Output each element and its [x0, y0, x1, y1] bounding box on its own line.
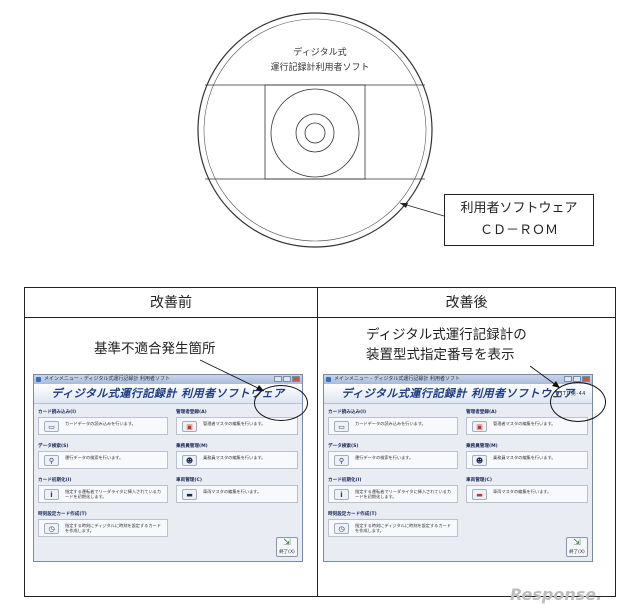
- exit-label: 終了(X): [569, 550, 585, 555]
- magnifier-icon[interactable]: ⚲: [334, 455, 349, 466]
- group-title: 時刻設定カード作成(T): [38, 512, 87, 517]
- minimize-button[interactable]: [274, 376, 282, 382]
- group-vehicle-mgmt[interactable]: 車両管理(C) ▬ 車両マスタの編集を行います。: [466, 478, 588, 503]
- exit-label: 終了(X): [279, 550, 295, 555]
- group-desc: 指定する時刻にディジタルに時刻を設定するカードを作成します。: [355, 523, 451, 533]
- group-desc: 車両マスタの編集を行います。: [203, 489, 262, 494]
- group-title: カード初期化(I): [328, 478, 362, 483]
- truck-icon[interactable]: ▬: [182, 489, 197, 500]
- menu-body: カード読み込み(I) ▭ カードデータの読み込みを行います。 データ検索(S) …: [34, 404, 302, 560]
- group-desc: 指定する運転者でリーダライタに挿入されているカードを初期化します。: [65, 489, 162, 499]
- person-icon[interactable]: ☻: [182, 455, 197, 466]
- after-header: 改善後: [318, 288, 615, 318]
- window-title: メインメニュー - ディジタル式運行記録計 利用者ソフト: [44, 376, 170, 382]
- group-vehicle-mgmt[interactable]: 車両管理(C) ▬ 車両マスタの編集を行います。: [176, 478, 298, 503]
- highlight-ellipse-before: [254, 385, 308, 421]
- group-card-init[interactable]: カード初期化(I) i 指定する運転者でリーダライタに挿入されているカードを初期…: [328, 478, 458, 503]
- card-reader-icon[interactable]: ▭: [334, 421, 349, 432]
- comparison-table: 改善前 改善後: [24, 287, 616, 597]
- group-time-card[interactable]: 時刻設定カード作成(T) ◷ 指定する時刻にディジタルに時刻を設定するカードを作…: [328, 512, 458, 537]
- close-button[interactable]: [582, 376, 590, 382]
- before-column: 改善前: [25, 288, 318, 596]
- group-desc: 指定する時刻にディジタルに時刻を設定するカードを作成します。: [65, 523, 161, 533]
- cd-label-line1: ディジタル式: [293, 48, 347, 58]
- after-column: 改善後: [318, 288, 615, 596]
- group-title: 乗務員管理(M): [466, 444, 498, 449]
- group-desc: カードデータの読み込みを行います。: [65, 421, 136, 426]
- window-titlebar: メインメニュー - ディジタル式運行記録計 利用者ソフト: [34, 375, 302, 384]
- group-desc: 管理者マスタの編集を行います。: [203, 421, 266, 426]
- maximize-button[interactable]: [573, 376, 581, 382]
- minimize-button[interactable]: [564, 376, 572, 382]
- cd-callout-box: 利用者ソフトウェア ＣＤ－ＲＯＭ: [444, 194, 594, 246]
- group-office-mgmt[interactable]: 乗務員管理(M) ☻ 乗務員マスタの編集を行います。: [176, 444, 298, 469]
- group-card-read[interactable]: カード読み込み(I) ▭ カードデータの読み込みを行います。: [38, 410, 168, 435]
- menu-body: カード読み込み(I) ▭ カードデータの読み込みを行います。 データ検索(S) …: [324, 404, 592, 560]
- maximize-button[interactable]: [283, 376, 291, 382]
- briefcase-icon[interactable]: ▣: [182, 421, 197, 432]
- app-icon: [36, 377, 41, 382]
- exit-icon: ⇲: [283, 538, 291, 548]
- group-card-read[interactable]: カード読み込み(I) ▭ カードデータの読み込みを行います。: [328, 410, 458, 435]
- group-title: 乗務員管理(M): [176, 444, 208, 449]
- group-desc: カードデータの読み込みを行います。: [355, 421, 426, 426]
- exit-button[interactable]: ⇲ 終了(X): [566, 537, 588, 557]
- group-desc: 運行データの検索を行います。: [65, 455, 124, 460]
- group-desc: 車両マスタの編集を行います。: [493, 489, 552, 494]
- window-title: メインメニュー - ディジタル式運行記録計 利用者ソフト: [334, 376, 460, 382]
- app-banner: ディジタル式運行記録計 利用者ソフトウェア TD第-44: [324, 384, 592, 404]
- truck-icon[interactable]: ▬: [472, 489, 487, 500]
- group-title: カード初期化(I): [38, 478, 72, 483]
- group-title: カード読み込み(I): [38, 410, 77, 415]
- exit-icon: ⇲: [573, 538, 581, 548]
- person-icon[interactable]: ☻: [472, 455, 487, 466]
- group-desc: 運行データの検索を行います。: [355, 455, 414, 460]
- app-icon: [326, 377, 331, 382]
- banner-title: ディジタル式運行記録計 利用者ソフトウェア: [51, 387, 285, 400]
- cd-label: ディジタル式 運行記録計利用者ソフト: [0, 46, 640, 76]
- cd-label-line2: 運行記録計利用者ソフト: [270, 63, 370, 73]
- magnifier-icon[interactable]: ⚲: [44, 455, 59, 466]
- group-desc: 指定する運転者でリーダライタに挿入されているカードを初期化します。: [355, 489, 452, 499]
- group-title: データ検索(S): [38, 444, 69, 449]
- group-title: カード読み込み(I): [328, 410, 367, 415]
- clock-icon[interactable]: ◷: [334, 523, 349, 534]
- banner-title: ディジタル式運行記録計 利用者ソフトウェア: [341, 387, 575, 400]
- group-title: 管理者登録(A): [466, 410, 497, 415]
- group-card-init[interactable]: カード初期化(I) i 指定する運転者でリーダライタに挿入されているカードを初期…: [38, 478, 168, 503]
- card-reader-icon[interactable]: ▭: [44, 421, 59, 432]
- callout-line2: ＣＤ－ＲＯＭ: [479, 223, 558, 238]
- callout-line1: 利用者ソフトウェア: [460, 201, 578, 216]
- group-title: データ検索(S): [328, 444, 359, 449]
- group-time-card[interactable]: 時刻設定カード作成(T) ◷ 指定する時刻にディジタルに時刻を設定するカードを作…: [38, 512, 168, 537]
- cd-rom-illustration: [197, 12, 445, 248]
- clock-icon[interactable]: ◷: [44, 523, 59, 534]
- after-annotation-line2: 装置型式指定番号を表示: [366, 347, 515, 363]
- info-icon[interactable]: i: [334, 489, 349, 500]
- group-desc: 乗務員マスタの編集を行います。: [493, 455, 556, 460]
- response-watermark: Response.: [510, 585, 603, 604]
- window-titlebar: メインメニュー - ディジタル式運行記録計 利用者ソフト: [324, 375, 592, 384]
- group-desc: 管理者マスタの編集を行います。: [493, 421, 556, 426]
- group-manager-reg[interactable]: 管理者登録(A) ▣ 管理者マスタの編集を行います。: [466, 410, 588, 435]
- exit-button[interactable]: ⇲ 終了(X): [276, 537, 298, 557]
- group-title: 時刻設定カード作成(T): [328, 512, 377, 517]
- briefcase-icon[interactable]: ▣: [472, 421, 487, 432]
- before-annotation: 基準不適合発生箇所: [94, 341, 216, 357]
- app-window-after: メインメニュー - ディジタル式運行記録計 利用者ソフト ディジタル式運行記録計…: [323, 374, 593, 562]
- group-title: 管理者登録(A): [176, 410, 207, 415]
- after-annotation-line1: ディジタル式運行記録計の: [366, 327, 527, 343]
- info-icon[interactable]: i: [44, 489, 59, 500]
- group-manager-reg[interactable]: 管理者登録(A) ▣ 管理者マスタの編集を行います。: [176, 410, 298, 435]
- group-data-search[interactable]: データ検索(S) ⚲ 運行データの検索を行います。: [328, 444, 458, 469]
- close-button[interactable]: [292, 376, 300, 382]
- group-title: 車両管理(C): [466, 478, 492, 483]
- group-title: 車両管理(C): [176, 478, 202, 483]
- highlight-ellipse-after: [550, 382, 606, 422]
- group-desc: 乗務員マスタの編集を行います。: [203, 455, 266, 460]
- before-header: 改善前: [25, 288, 317, 318]
- group-data-search[interactable]: データ検索(S) ⚲ 運行データの検索を行います。: [38, 444, 168, 469]
- group-office-mgmt[interactable]: 乗務員管理(M) ☻ 乗務員マスタの編集を行います。: [466, 444, 588, 469]
